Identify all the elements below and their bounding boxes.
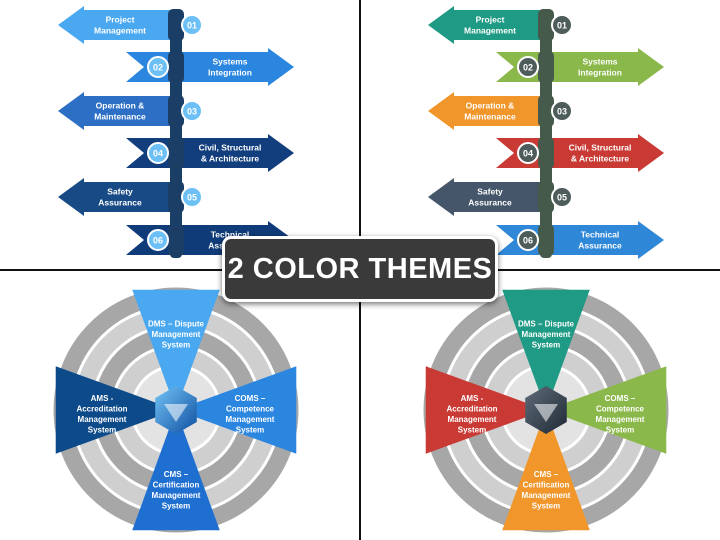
step-arrow-shape bbox=[58, 178, 174, 216]
step-number-badge bbox=[551, 100, 573, 122]
step-number: 01 bbox=[187, 21, 197, 31]
step-number-badge bbox=[147, 56, 169, 78]
step-number-badge bbox=[181, 186, 203, 208]
spine-node bbox=[538, 181, 554, 213]
step-number: 05 bbox=[187, 193, 197, 203]
segment-shape bbox=[132, 289, 220, 397]
segment-shape bbox=[55, 366, 163, 454]
step-label: Operation &Maintenance bbox=[464, 100, 516, 121]
step-number: 02 bbox=[153, 63, 163, 73]
step-03: 03 Operation &Maintenance bbox=[428, 92, 573, 130]
step-number-badge bbox=[517, 229, 539, 251]
step-03: 03 Operation &Maintenance bbox=[58, 92, 203, 130]
spine-node bbox=[168, 51, 184, 83]
step-number-badge bbox=[147, 229, 169, 251]
spine-node bbox=[168, 181, 184, 213]
center-triangle bbox=[164, 404, 188, 422]
segment-shape bbox=[189, 366, 297, 454]
step-04: 04 Civil, Structural& Architecture bbox=[126, 134, 294, 172]
step-arrow-shape bbox=[428, 92, 544, 130]
step-number: 04 bbox=[523, 149, 533, 159]
timeline-spine bbox=[170, 10, 182, 258]
step-arrow-shape bbox=[428, 6, 544, 44]
step-number-badge bbox=[517, 142, 539, 164]
step-number: 01 bbox=[557, 21, 567, 31]
segment-shape bbox=[425, 366, 533, 454]
step-number: 02 bbox=[523, 63, 533, 73]
step-number-badge bbox=[181, 100, 203, 122]
spine-node bbox=[538, 224, 554, 256]
step-04: 04 Civil, Structural& Architecture bbox=[496, 134, 664, 172]
step-number: 05 bbox=[557, 193, 567, 203]
step-number: 03 bbox=[557, 107, 567, 117]
spine-node bbox=[538, 51, 554, 83]
color-themes-banner: 2 COLOR THEMES bbox=[222, 236, 498, 302]
step-label: Operation &Maintenance bbox=[94, 100, 146, 121]
spine-node bbox=[538, 137, 554, 169]
timeline-spine bbox=[540, 10, 552, 258]
segment-shape bbox=[559, 366, 667, 454]
center-triangle bbox=[534, 404, 558, 422]
segment-shape bbox=[502, 289, 590, 397]
step-label: Civil, Structural& Architecture bbox=[199, 142, 262, 163]
spine-node bbox=[538, 9, 554, 41]
step-number-badge bbox=[551, 186, 573, 208]
step-arrow-shape bbox=[58, 6, 174, 44]
spine-node bbox=[168, 224, 184, 256]
step-number: 06 bbox=[523, 236, 533, 246]
spine-node bbox=[168, 95, 184, 127]
step-number-badge bbox=[517, 56, 539, 78]
step-number-badge bbox=[181, 14, 203, 36]
spine-node bbox=[168, 137, 184, 169]
spine-node bbox=[168, 9, 184, 41]
step-label: Civil, Structural& Architecture bbox=[569, 142, 632, 163]
step-number: 04 bbox=[153, 149, 163, 159]
step-number: 06 bbox=[153, 236, 163, 246]
step-arrow-shape bbox=[428, 178, 544, 216]
step-number-badge bbox=[551, 14, 573, 36]
spine-node bbox=[538, 95, 554, 127]
step-number-badge bbox=[147, 142, 169, 164]
step-number: 03 bbox=[187, 107, 197, 117]
step-arrow-shape bbox=[58, 92, 174, 130]
segment-shape bbox=[132, 423, 220, 531]
segment-shape bbox=[502, 423, 590, 531]
